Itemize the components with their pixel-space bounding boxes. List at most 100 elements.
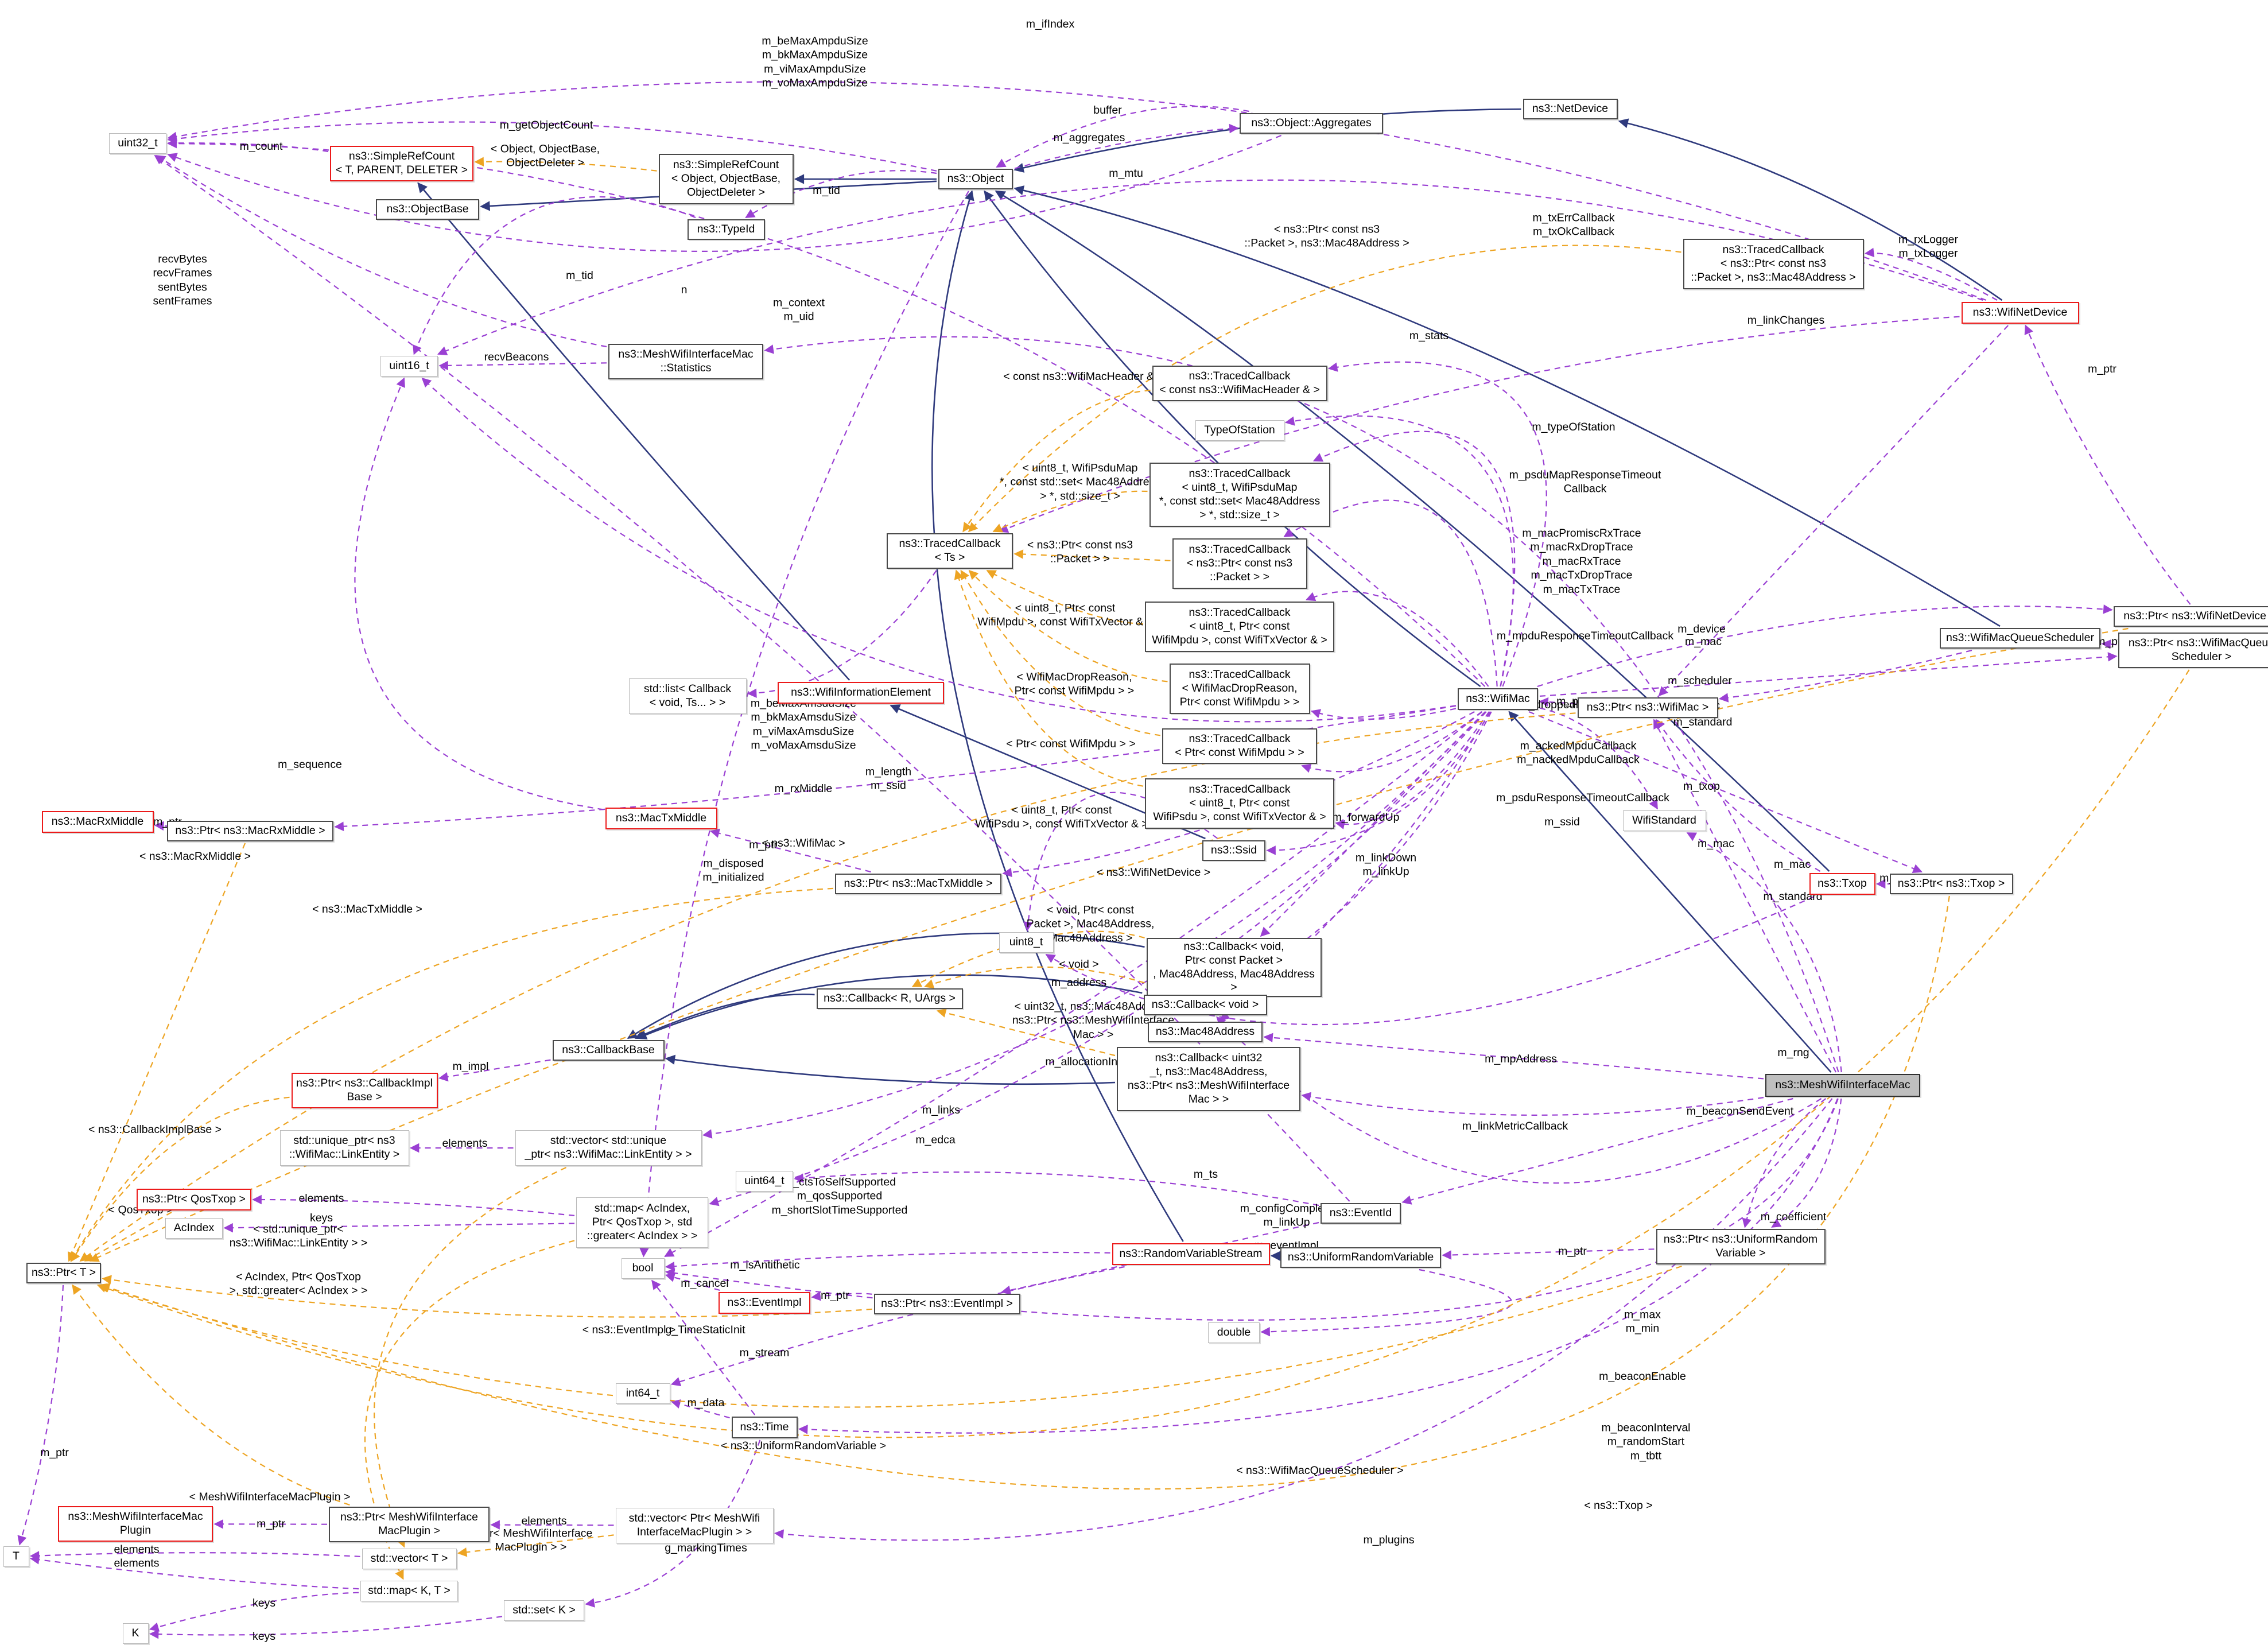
node-ns3-tracedcallback[interactable]: ns3::TracedCallback < ns3::Ptr< const ns…	[1172, 538, 1307, 589]
member-edge-n29-n22	[1335, 711, 1490, 829]
node-ns3-ptr-ns3-wifimac[interactable]: ns3::Ptr< ns3::WifiMac >	[1577, 697, 1718, 718]
node-wifistandard[interactable]: WifiStandard	[1622, 810, 1706, 831]
member-edge-n37-n54	[1771, 1098, 1842, 1228]
member-edge-n29-n24	[1266, 711, 1491, 855]
node-ns3-ptr-ns3-wifimacqueue[interactable]: ns3::Ptr< ns3::WifiMacQueue Scheduler >	[2118, 633, 2268, 668]
template-edge-n50-n46	[936, 1008, 1116, 1057]
template-edge-n30-n38	[79, 712, 1576, 1262]
node-ns3-objectbase[interactable]: ns3::ObjectBase	[376, 199, 479, 220]
node-ns3-callback-void[interactable]: ns3::Callback< void >	[1143, 995, 1267, 1015]
node-ns3-callback-r-uargs[interactable]: ns3::Callback< R, UArgs >	[816, 988, 963, 1009]
node-t[interactable]: T	[3, 1546, 29, 1567]
member-edge-n29-n28	[1002, 711, 1475, 878]
inheritance-edge-n50-n43	[665, 1054, 1116, 1085]
node-std-map-k-t[interactable]: std::map< K, T >	[360, 1581, 458, 1601]
node-acindex[interactable]: AcIndex	[165, 1218, 223, 1239]
node-ns3-ptr-ns3-callbackimpl[interactable]: ns3::Ptr< ns3::CallbackImpl Base >	[291, 1073, 438, 1108]
member-edge-n10-n09	[1864, 247, 1998, 301]
node-ns3-callback-void[interactable]: ns3::Callback< void, Ptr< const Packet >…	[1146, 938, 1322, 998]
node-ns3-eventimpl[interactable]: ns3::EventImpl	[719, 1292, 810, 1314]
node-ns3-tracedcallback[interactable]: ns3::TracedCallback < uint8_t, Ptr< cons…	[1145, 602, 1334, 652]
node-double[interactable]: double	[1208, 1322, 1260, 1343]
node-ns3-ptr-ns3-wifinetdevice[interactable]: ns3::Ptr< ns3::WifiNetDevice >	[2114, 606, 2268, 627]
member-edge-n35-n30	[1656, 719, 1821, 872]
node-uint32-t[interactable]: uint32_t	[109, 133, 166, 154]
node-ns3-typeid[interactable]: ns3::TypeId	[687, 219, 765, 240]
node-ns3-ptr-ns3-uniformrandom[interactable]: ns3::Ptr< ns3::UniformRandom Variable >	[1656, 1229, 1826, 1264]
node-ns3-tracedcallback[interactable]: ns3::TracedCallback < const ns3::WifiMac…	[1152, 366, 1327, 401]
node-ns3-callback-uint32[interactable]: ns3::Callback< uint32 _t, ns3::Mac48Addr…	[1117, 1047, 1300, 1111]
member-edge-n29-n15	[1327, 361, 1547, 687]
node-ns3-tracedcallback[interactable]: ns3::TracedCallback < ns3::Ptr< const ns…	[1683, 239, 1864, 289]
node-std-unique-ptr-ns3[interactable]: std::unique_ptr< ns3 ::WifiMac::LinkEnti…	[279, 1130, 409, 1166]
node-ns3-tracedcallback[interactable]: ns3::TracedCallback < Ts >	[887, 533, 1013, 569]
node-ns3-txop[interactable]: ns3::Txop	[1809, 873, 1875, 895]
node-ns3-mac48address[interactable]: ns3::Mac48Address	[1148, 1022, 1263, 1042]
member-edge-n02-n01	[167, 138, 329, 153]
node-ns3-object[interactable]: ns3::Object	[938, 169, 1013, 189]
node-ns3-time[interactable]: ns3::Time	[731, 1417, 798, 1438]
member-edge-n29-n58	[664, 711, 1483, 1257]
node-ns3-ptr-qostxop[interactable]: ns3::Ptr< QosTxop >	[137, 1189, 251, 1211]
member-edge-n37-n12	[764, 336, 1839, 1073]
node-std-set-k[interactable]: std::set< K >	[504, 1600, 584, 1621]
node-ns3-ptr-ns3-mactxmiddle[interactable]: ns3::Ptr< ns3::MacTxMiddle >	[835, 874, 1001, 894]
node-ns3-macrxmiddle[interactable]: ns3::MacRxMiddle	[41, 811, 154, 833]
node-typeofstation[interactable]: TypeOfStation	[1195, 420, 1284, 441]
node-std-vector-std-unique[interactable]: std::vector< std::unique _ptr< ns3::Wifi…	[515, 1130, 702, 1166]
member-edge-n29-n11	[421, 377, 1457, 723]
node-ns3-wifimac[interactable]: ns3::WifiMac	[1458, 688, 1538, 710]
node-ns3-tracedcallback[interactable]: ns3::TracedCallback < uint8_t, Ptr< cons…	[1145, 778, 1334, 829]
node-ns3-uniformrandomvariable[interactable]: ns3::UniformRandomVariable	[1280, 1247, 1441, 1268]
node-uint16-t[interactable]: uint16_t	[380, 356, 438, 377]
node-ns3-ptr-t[interactable]: ns3::Ptr< T >	[26, 1263, 101, 1283]
member-edge-n59-n40	[223, 1223, 575, 1233]
node-ns3-simplerefcount[interactable]: ns3::SimpleRefCount < T, PARENT, DELETER…	[330, 146, 473, 181]
template-edge-n54-n38	[99, 1265, 1682, 1408]
node-ns3-randomvariablestream[interactable]: ns3::RandomVariableStream	[1112, 1243, 1270, 1265]
template-edge-n15-n14	[962, 389, 1151, 533]
node-ns3-meshwifiinterfacemac[interactable]: ns3::MeshWifiInterfaceMac Plugin	[58, 1506, 213, 1542]
node-ns3-callbackbase[interactable]: ns3::CallbackBase	[552, 1040, 665, 1061]
inheritance-edge-n35-n06	[995, 190, 1830, 872]
member-edge-n54-n52	[1442, 1248, 1655, 1260]
node-uint64-t[interactable]: uint64_t	[736, 1171, 793, 1192]
node-ns3-mactxmiddle[interactable]: ns3::MacTxMiddle	[605, 808, 717, 829]
node-uint8-t[interactable]: uint8_t	[999, 932, 1054, 953]
member-edge-n43-n44	[438, 1059, 551, 1082]
node-ns3-wifimacqueuescheduler[interactable]: ns3::WifiMacQueueScheduler	[1940, 628, 2100, 649]
member-edge-n55-n58	[665, 1272, 720, 1291]
node-std-list-callback[interactable]: std::list< Callback < void, Ts... > >	[628, 678, 747, 714]
node-ns3-ssid[interactable]: ns3::Ssid	[1202, 840, 1265, 861]
node-ns3-eventid[interactable]: ns3::EventId	[1321, 1203, 1401, 1224]
node-int64-t[interactable]: int64_t	[615, 1383, 670, 1404]
node-ns3-wifiinformationelement[interactable]: ns3::WifiInformationElement	[778, 682, 944, 704]
node-ns3-ptr-meshwifiinterface[interactable]: ns3::Ptr< MeshWifiInterface MacPlugin >	[329, 1507, 490, 1542]
template-edge-n32-n38	[89, 627, 2129, 1262]
member-edge-n70-n64	[490, 1520, 614, 1530]
node-ns3-tracedcallback[interactable]: ns3::TracedCallback < WifiMacDropReason,…	[1169, 664, 1310, 714]
node-k[interactable]: K	[122, 1623, 149, 1644]
node-ns3-object-aggregates[interactable]: ns3::Object::Aggregates	[1240, 113, 1383, 134]
node-ns3-tracedcallback[interactable]: ns3::TracedCallback < uint8_t, WifiPsduM…	[1149, 463, 1330, 527]
node-ns3-ptr-ns3-eventimpl[interactable]: ns3::Ptr< ns3::EventImpl >	[873, 1294, 1020, 1314]
node-bool[interactable]: bool	[621, 1258, 665, 1279]
member-edge-n37-n51	[1401, 1097, 1793, 1205]
template-edge-n17-n14	[992, 490, 1148, 533]
node-std-vector-ptr-meshwifi[interactable]: std::vector< Ptr< MeshWifi InterfaceMacP…	[615, 1508, 774, 1543]
member-edge-n29-n32	[1537, 604, 2113, 688]
node-ns3-tracedcallback[interactable]: ns3::TracedCallback < Ptr< const WifiMpd…	[1162, 728, 1317, 764]
node-ns3-wifinetdevice[interactable]: ns3::WifiNetDevice	[1961, 302, 2079, 324]
node-ns3-ptr-ns3-macrxmiddle[interactable]: ns3::Ptr< ns3::MacRxMiddle >	[167, 821, 333, 841]
node-ns3-simplerefcount[interactable]: ns3::SimpleRefCount < Object, ObjectBase…	[658, 154, 794, 204]
member-edge-n35-n45	[1045, 895, 1815, 1026]
node-ns3-netdevice[interactable]: ns3::NetDevice	[1523, 99, 1618, 119]
template-edge-n36-n38	[100, 895, 1950, 1490]
node-ns3-meshwifiinterfacemac[interactable]: ns3::MeshWifiInterfaceMac	[1765, 1074, 1920, 1097]
node-ns3-ptr-ns3-txop[interactable]: ns3::Ptr< ns3::Txop >	[1889, 874, 2013, 894]
member-edge-n28-n27	[709, 828, 871, 873]
node-std-vector-t[interactable]: std::vector< T >	[362, 1549, 457, 1569]
node-ns3-meshwifiinterfacemac[interactable]: ns3::MeshWifiInterfaceMac ::Statistics	[608, 344, 763, 379]
node-std-map-acindex[interactable]: std::map< AcIndex, Ptr< QosTxop >, std :…	[576, 1197, 708, 1248]
member-edge-n06-n01	[167, 121, 937, 172]
